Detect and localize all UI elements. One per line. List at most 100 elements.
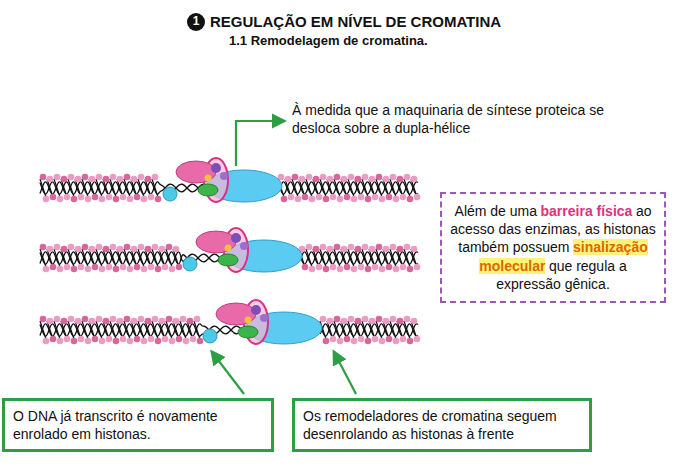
dna-stroke — [390, 321, 396, 339]
heading: REGULAÇÃO EM NÍVEL DE CROMATINA — [210, 13, 501, 30]
histone — [344, 194, 351, 201]
histone — [407, 266, 414, 273]
histone — [117, 176, 124, 183]
histone — [414, 194, 421, 201]
transcription-machinery — [183, 228, 302, 272]
histone — [64, 336, 71, 343]
histone — [127, 338, 134, 345]
histone — [386, 336, 393, 343]
dna-stroke — [334, 321, 340, 339]
histone — [183, 338, 190, 345]
histone — [169, 338, 176, 345]
histone — [92, 264, 99, 271]
histone — [54, 316, 61, 323]
histone — [103, 176, 110, 183]
histone — [327, 176, 334, 183]
dna-stroke — [152, 321, 158, 339]
histone — [40, 174, 47, 181]
histone — [176, 264, 183, 271]
histone — [334, 174, 341, 181]
dna-stroke — [194, 321, 200, 339]
histone — [71, 338, 78, 345]
histone — [134, 336, 141, 343]
dna-stroke — [82, 321, 88, 339]
box-text: Os remodeladores de cromatina seguem des… — [303, 408, 557, 442]
histone — [379, 266, 386, 273]
histone — [369, 176, 376, 183]
histone — [344, 264, 351, 271]
histone — [57, 338, 64, 345]
histone — [358, 194, 365, 201]
histone — [159, 246, 166, 253]
histone — [138, 174, 145, 181]
protein — [211, 163, 221, 173]
dna-stroke — [54, 249, 60, 267]
callout-box: Os remodeladores de cromatina seguem des… — [292, 398, 592, 452]
dna-stroke — [404, 179, 410, 197]
histone — [358, 336, 365, 343]
histone — [106, 336, 113, 343]
subheading: 1.1 Remodelagem de cromatina. — [229, 33, 428, 50]
histone — [89, 318, 96, 325]
histone — [106, 264, 113, 271]
histone — [40, 316, 47, 323]
histone — [124, 244, 131, 251]
histone — [337, 338, 344, 345]
note-box: Além de umabarreira físicaao acesso das … — [440, 192, 666, 303]
histone — [166, 316, 173, 323]
histone — [173, 246, 180, 253]
histone — [78, 264, 85, 271]
histone — [64, 264, 71, 271]
histone — [372, 194, 379, 201]
histone — [92, 336, 99, 343]
protein — [176, 161, 216, 183]
histone — [75, 176, 82, 183]
histone — [288, 194, 295, 201]
histone — [390, 244, 397, 251]
histone — [134, 194, 141, 201]
dna-stroke — [152, 179, 158, 197]
histone — [75, 318, 82, 325]
histone — [68, 316, 75, 323]
histone — [173, 318, 180, 325]
dna-stroke — [68, 249, 74, 267]
histone — [85, 196, 92, 203]
dna-stroke — [82, 249, 88, 267]
dna-stroke — [152, 249, 158, 267]
histone — [386, 264, 393, 271]
histone — [306, 174, 313, 181]
small-protein — [183, 257, 197, 271]
histone — [50, 336, 57, 343]
histone — [316, 194, 323, 201]
histone — [85, 266, 92, 273]
histone — [120, 264, 127, 271]
protein — [205, 175, 212, 182]
histone — [285, 176, 292, 183]
box-text: Além de uma — [455, 203, 537, 219]
histone — [43, 196, 50, 203]
histone — [113, 196, 120, 203]
leader-arrow — [236, 121, 284, 166]
histone — [166, 244, 173, 251]
histone — [400, 336, 407, 343]
histone — [71, 266, 78, 273]
histone — [407, 196, 414, 203]
histone — [61, 246, 68, 253]
histone — [124, 174, 131, 181]
protein — [225, 245, 232, 252]
histone — [323, 338, 330, 345]
dna-strand — [40, 324, 418, 336]
dna-stroke — [306, 179, 312, 197]
dna-stroke — [348, 321, 354, 339]
histone — [50, 264, 57, 271]
histone — [281, 196, 288, 203]
protein — [196, 231, 236, 253]
histone — [313, 176, 320, 183]
histone — [292, 174, 299, 181]
histone — [117, 246, 124, 253]
histone — [194, 316, 201, 323]
histone — [120, 194, 127, 201]
histone — [393, 266, 400, 273]
histone — [365, 338, 372, 345]
histone — [141, 266, 148, 273]
